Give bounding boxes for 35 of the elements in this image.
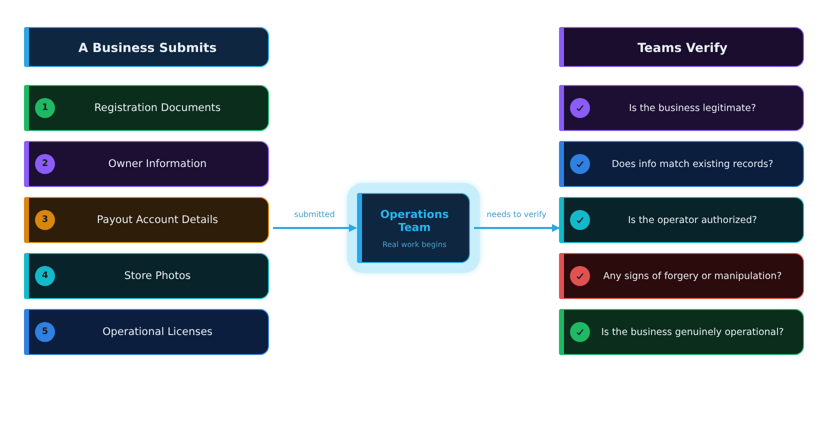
heading: Operations Team <box>379 208 450 234</box>
item-label: Owner Information <box>107 158 208 170</box>
arrow <box>273 224 357 232</box>
list-card <box>559 197 804 243</box>
list-card <box>559 85 804 131</box>
list-card <box>559 27 804 67</box>
arrow <box>474 224 560 232</box>
number-badge: 3 <box>35 210 55 230</box>
item-label: Payout Account Details <box>96 214 220 226</box>
item-label: Store Photos <box>123 270 192 282</box>
heading: Teams Verify <box>636 40 729 54</box>
question-label: Is the operator authorized? <box>626 214 758 226</box>
list-card <box>24 27 269 67</box>
list-card <box>559 141 804 187</box>
heading: A Business Submits <box>77 40 218 54</box>
edge-label: needs to verify <box>484 210 548 219</box>
list-card <box>559 253 804 299</box>
question-label: Is the business legitimate? <box>628 102 757 114</box>
question-label: Any signs of forgery or manipulation? <box>602 270 783 282</box>
list-card <box>24 309 269 355</box>
list-card <box>24 85 269 131</box>
item-label: Registration Documents <box>93 102 222 114</box>
number-badge: 4 <box>35 266 55 286</box>
list-card <box>559 309 804 355</box>
list-card <box>24 253 269 299</box>
process-box <box>357 193 470 263</box>
list-card <box>24 197 269 243</box>
number-badge: 2 <box>35 154 55 174</box>
number-badge: 5 <box>35 322 55 342</box>
question-label: Is the business genuinely operational? <box>600 326 785 338</box>
edge-label: submitted <box>292 210 337 219</box>
number-badge: 1 <box>35 98 55 118</box>
list-card <box>24 141 269 187</box>
item-label: Operational Licenses <box>102 326 214 338</box>
question-label: Does info match existing records? <box>610 158 774 170</box>
